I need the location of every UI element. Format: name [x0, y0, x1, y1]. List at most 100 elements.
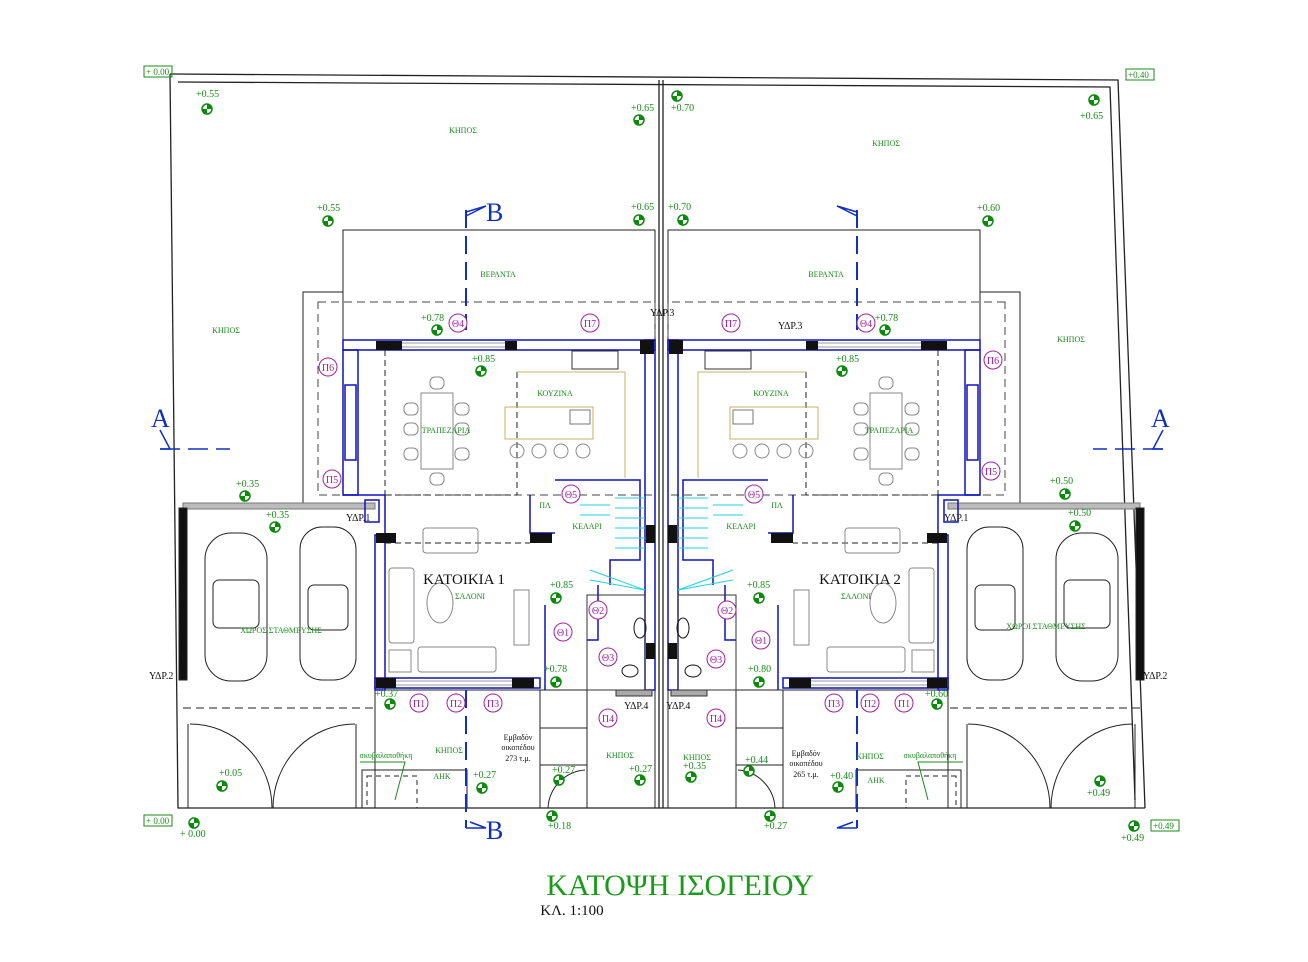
boxed-elevation: + 0.00	[146, 816, 170, 826]
elevation-value: +0.44	[745, 755, 768, 766]
room-label: ΚΗΠΟΣ	[212, 326, 240, 335]
section-marker: A	[151, 404, 170, 433]
elevation-value: +0.40	[830, 771, 853, 782]
room-label: ΚΗΠΟΣ	[606, 751, 634, 760]
utility-label: ΥΔΡ.1	[944, 513, 968, 524]
opening-tag: Π4	[602, 714, 614, 725]
elevation-value: +0.27	[629, 764, 652, 775]
plot-area-label: οικοπέδου	[789, 759, 822, 768]
section-marker: B	[486, 816, 503, 845]
room-label: ΤΡΑΠΕΖΑΡΙΑ	[422, 426, 471, 435]
opening-tag: Π3	[828, 699, 840, 710]
opening-tag: Π2	[450, 699, 462, 710]
room-label: ΑΗΚ	[867, 776, 885, 785]
opening-tag: Θ3	[710, 655, 722, 666]
room-label: ΒΕΡΑΝΤΑ	[808, 270, 844, 279]
room-label: ΧΩΡΟΣ ΣΤΑΘΜΕΥΣΗΣ	[240, 626, 322, 635]
utility-label: ΥΔΡ.1	[346, 513, 370, 524]
opening-tag-circle	[824, 693, 844, 713]
elevation-marker-fill	[554, 775, 564, 785]
boxed-elevation: +0.40	[1128, 70, 1149, 80]
elevation-value: +0.35	[236, 479, 259, 490]
opening-tag-circle	[717, 600, 737, 620]
opening-tag-circle	[856, 313, 876, 333]
opening-tag-circle	[322, 469, 342, 489]
room-label: ΚΗΠΟΣ	[1057, 335, 1085, 344]
elevation-marker-fill	[983, 216, 993, 226]
elevation-marker-fill	[189, 818, 199, 828]
opening-tag: Π1	[413, 699, 425, 710]
opening-tag: Π5	[326, 475, 338, 486]
opening-tag: Π2	[864, 699, 876, 710]
opening-tag: Θ1	[557, 628, 569, 639]
elevation-marker-fill	[932, 699, 942, 709]
room-label: ΚΕΛΑΡΙ	[726, 522, 756, 531]
elevation-marker-fill	[754, 677, 764, 687]
opening-tag-circle	[409, 693, 429, 713]
elevation-marker-fill	[476, 366, 486, 376]
opening-tag-circle	[318, 357, 338, 377]
opening-tag: Π7	[584, 319, 596, 330]
elevation-marker-fill	[754, 593, 764, 603]
elevation-value: +0.78	[875, 313, 898, 324]
room-label: ΚΟΥΖΙΝΑ	[753, 389, 789, 398]
opening-tag-circle	[446, 693, 466, 713]
plot-area-label: Εμβαδόν	[504, 733, 533, 742]
elevation-value: +0.85	[747, 580, 770, 591]
room-label: ΚΗΠΟΣ	[856, 752, 884, 761]
opening-tag: Θ5	[748, 490, 760, 501]
opening-tag-circle	[706, 708, 726, 728]
elevation-marker-fill	[1095, 776, 1105, 786]
room-label: σκυβαλαποθήκη	[360, 751, 413, 760]
utility-label: ΥΔΡ.2	[149, 671, 173, 682]
opening-tag: Θ4	[860, 319, 872, 330]
opening-tag-circle	[580, 313, 600, 333]
drawing-title: ΚΑΤΟΨΗ ΙΣΟΓΕΙΟΥ	[546, 869, 813, 902]
opening-tag: Θ5	[565, 490, 577, 501]
elevation-marker-fill	[1089, 95, 1099, 105]
opening-tag-circle	[483, 693, 503, 713]
plot-area-value: 273 τ.μ.	[505, 754, 531, 763]
elevation-marker-fill	[547, 811, 557, 821]
elevation-value: +0.50	[1050, 476, 1073, 487]
opening-tag-circle	[553, 622, 573, 642]
room-label: ΚΟΥΖΙΝΑ	[537, 389, 573, 398]
room-label: ΠΛ	[771, 501, 783, 510]
elevation-marker-fill	[686, 772, 696, 782]
elevation-marker-fill	[1070, 521, 1080, 531]
room-label: ΧΩΡΟΙ ΣΤΑΘΜΕΥΣΗΣ	[1006, 622, 1086, 631]
elevation-value: +0.85	[550, 580, 573, 591]
room-label: ΣΑΛΟΝΙ	[841, 592, 871, 601]
elevation-marker-fill	[385, 699, 395, 709]
elevation-marker-fill	[635, 775, 645, 785]
opening-tag: Π1	[898, 699, 910, 710]
room-label: ΑΗΚ	[433, 772, 451, 781]
boxed-elevation: + 0.00	[146, 67, 170, 77]
elevation-value: + 0.00	[180, 829, 206, 840]
drawing-scale: ΚΛ. 1:100	[540, 903, 603, 919]
room-label: ΣΑΛΟΝΙ	[455, 592, 485, 601]
opening-tag-circle	[588, 600, 608, 620]
opening-tag-circle	[598, 647, 618, 667]
section-marker: B	[486, 198, 503, 227]
utility-label: ΥΔΡ.3	[650, 308, 674, 319]
elevation-marker-fill	[551, 677, 561, 687]
opening-tag-circle	[706, 649, 726, 669]
elevation-value: +0.05	[219, 768, 242, 779]
elevation-value: +0.18	[548, 821, 571, 832]
opening-tag: Θ2	[721, 606, 733, 617]
elevation-box	[143, 814, 173, 827]
elevation-marker-fill	[672, 91, 682, 101]
house-title: ΚΑΤΟΙΚΙΑ 1	[423, 572, 505, 588]
boxed-elevation: +0.49	[1153, 821, 1174, 831]
opening-tag: Π4	[710, 714, 722, 725]
elevation-value: +0.35	[266, 510, 289, 521]
room-label: ΒΕΡΑΝΤΑ	[480, 270, 516, 279]
plot-area-value: 265 τ.μ.	[793, 770, 819, 779]
elevation-value: +0.60	[977, 203, 1000, 214]
elevation-marker-fill	[744, 766, 754, 776]
elevation-marker-fill	[1060, 489, 1070, 499]
room-label: ΚΗΠΟΣ	[683, 753, 711, 762]
utility-label: ΥΔΡ.3	[778, 321, 802, 332]
opening-tag: Π7	[725, 319, 737, 330]
